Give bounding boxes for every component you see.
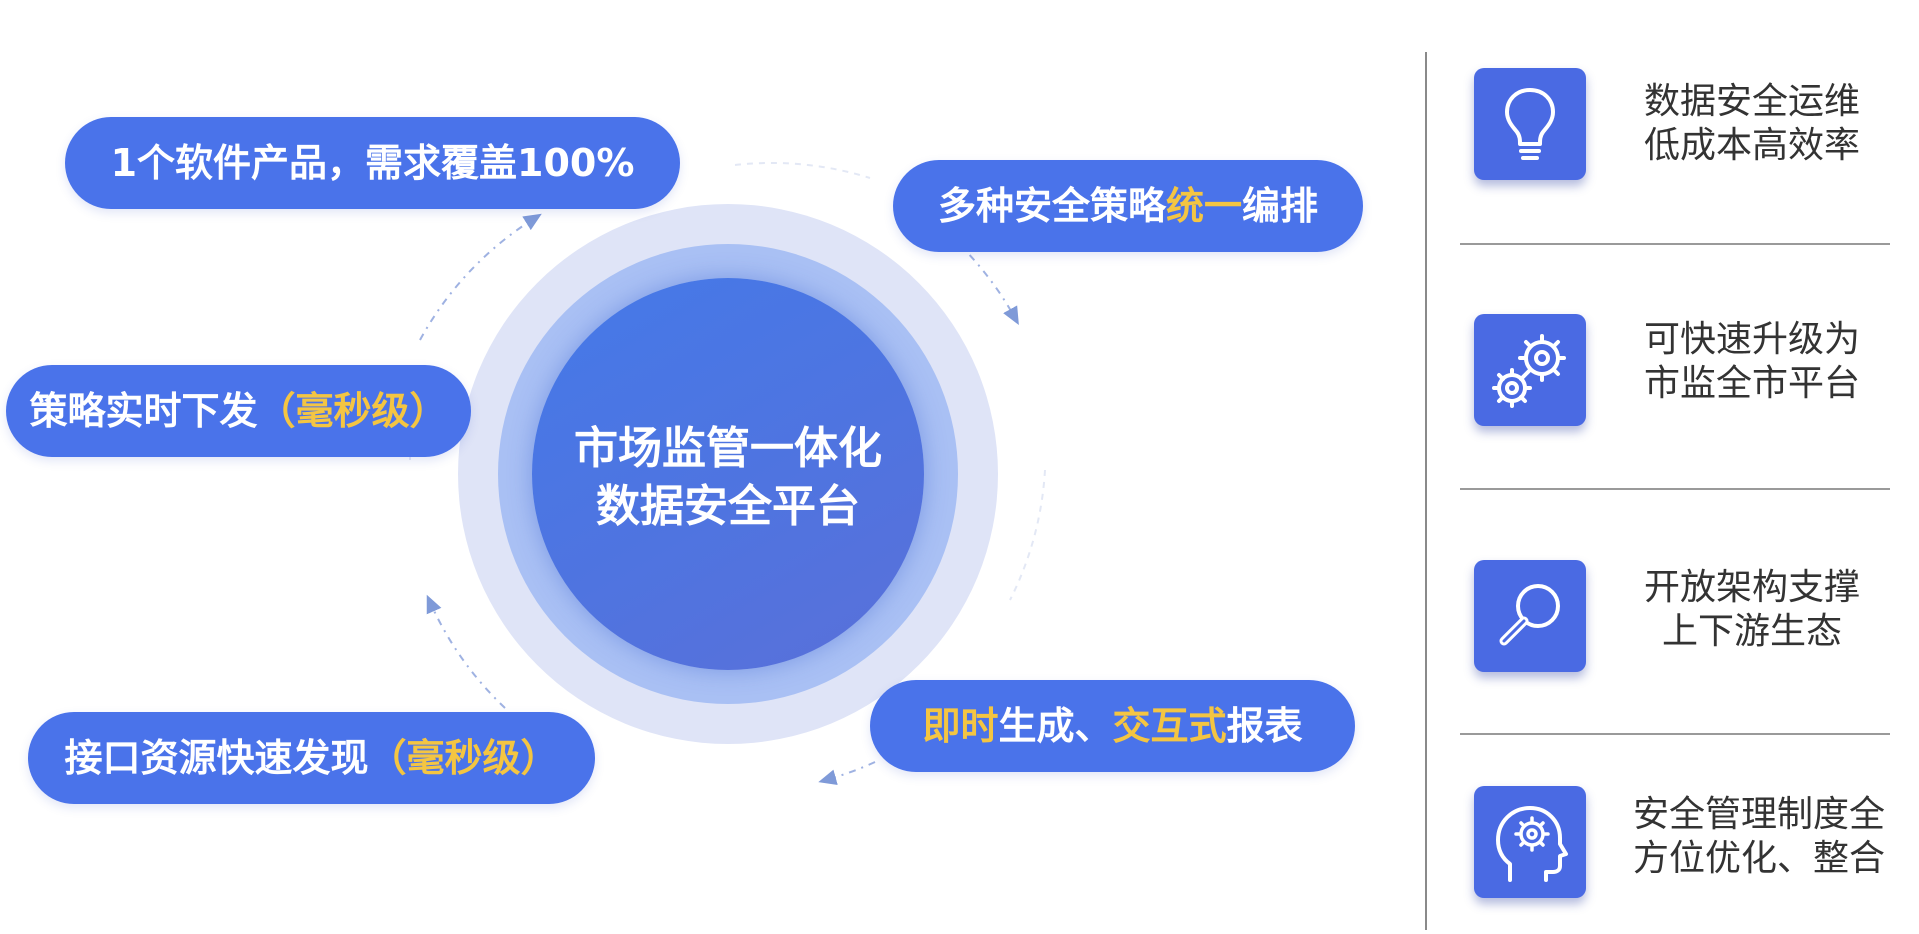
- feature-2-line2: 市监全市平台: [1643, 363, 1860, 404]
- magnifier-icon: [1474, 560, 1586, 672]
- pill-policy-orchestration-post: 编排: [1242, 184, 1319, 228]
- pill-policy-orchestration-pre: 多种安全策略: [937, 184, 1166, 228]
- lightbulb-icon: [1474, 68, 1586, 180]
- horizontal-divider-3: [1460, 733, 1890, 735]
- feature-text-4: 安全管理制度全 方位优化、整合: [1624, 793, 1894, 881]
- pill-interface-discovery-pre: 接口资源快速发现: [64, 736, 369, 780]
- center-title-line1: 市场监管一体化: [574, 423, 882, 474]
- pill-report-generation-highlight-2: 交互式: [1112, 704, 1227, 748]
- pill-policy-dispatch: 策略实时下发（毫秒级）: [6, 365, 471, 457]
- pill-report-generation: 即时生成、交互式报表: [870, 680, 1355, 772]
- pill-software-coverage-text: 1个软件产品，需求覆盖100%: [110, 141, 635, 185]
- feature-text-1: 数据安全运维 低成本高效率: [1632, 80, 1872, 168]
- feature-3-line2: 上下游生态: [1661, 611, 1842, 652]
- head-gear-icon: [1474, 786, 1586, 898]
- horizontal-divider-1: [1460, 243, 1890, 245]
- center-circle: [532, 278, 924, 670]
- pill-report-generation-post: 报表: [1226, 704, 1303, 748]
- feature-1-line1: 数据安全运维: [1643, 81, 1860, 122]
- arrow-bottom-right: [818, 761, 876, 786]
- faint-ring-right: [1009, 469, 1046, 601]
- feature-4-line2: 方位优化、整合: [1632, 838, 1885, 879]
- feature-1-line2: 低成本高效率: [1643, 125, 1860, 166]
- pill-policy-orchestration: 多种安全策略统一编排: [893, 160, 1363, 252]
- pill-software-coverage: 1个软件产品，需求覆盖100%: [65, 117, 680, 209]
- faint-ring-top: [734, 161, 871, 179]
- pill-report-generation-mid: 生成、: [998, 704, 1113, 748]
- center-title: 市场监管一体化 数据安全平台: [532, 420, 924, 536]
- feature-4-line1: 安全管理制度全: [1632, 794, 1885, 835]
- pill-policy-orchestration-highlight: 统一: [1165, 184, 1242, 228]
- feature-3-line1: 开放架构支撑: [1643, 567, 1860, 608]
- feature-2-line1: 可快速升级为: [1643, 319, 1860, 360]
- feature-text-3: 开放架构支撑 上下游生态: [1632, 566, 1872, 654]
- pill-interface-discovery: 接口资源快速发现（毫秒级）: [28, 712, 595, 804]
- pill-report-generation-highlight-1: 即时: [922, 704, 999, 748]
- horizontal-divider-2: [1460, 488, 1890, 490]
- vertical-divider: [1425, 52, 1427, 930]
- pill-policy-dispatch-pre: 策略实时下发: [29, 389, 258, 433]
- center-title-line2: 数据安全平台: [596, 481, 860, 532]
- gears-icon: [1474, 314, 1586, 426]
- feature-text-2: 可快速升级为 市监全市平台: [1632, 318, 1872, 406]
- arrow-top-left: [419, 213, 542, 341]
- pill-interface-discovery-highlight: （毫秒级）: [368, 736, 559, 780]
- arrow-bottom-left: [426, 594, 506, 709]
- pill-policy-dispatch-highlight: （毫秒级）: [257, 389, 448, 433]
